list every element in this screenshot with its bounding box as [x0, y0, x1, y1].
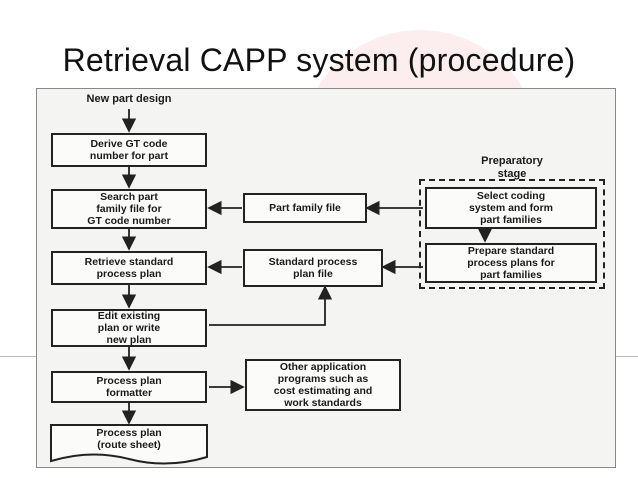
process-plan-document-shape [50, 424, 208, 465]
derive-gt-box: Derive GT code number for part [51, 133, 207, 167]
slide-title: Retrieval CAPP system (procedure) [62, 42, 576, 78]
preparatory-stage-label: Preparatory stage [481, 155, 543, 180]
process-plan-document-label: Process plan (route sheet) [96, 427, 162, 451]
edit-plan-box: Edit existing plan or write new plan [51, 309, 207, 347]
retrieve-plan-box: Retrieve standard process plan [51, 251, 207, 285]
standard-plan-file-box: Standard process plan file [243, 249, 383, 287]
flowchart: New part design Derive GT code number fo… [36, 88, 616, 468]
part-family-file-box: Part family file [243, 193, 367, 223]
select-coding-box: Select coding system and form part famil… [425, 187, 597, 229]
start-label: New part design [86, 93, 172, 105]
other-programs-box: Other application programs such as cost … [245, 359, 401, 411]
preparatory-stage-region [419, 179, 605, 289]
formatter-box: Process plan formatter [51, 371, 207, 403]
search-family-box: Search part family file for GT code numb… [51, 189, 207, 229]
prepare-plans-box: Prepare standard process plans for part … [425, 243, 597, 283]
connector-lines [121, 109, 493, 425]
